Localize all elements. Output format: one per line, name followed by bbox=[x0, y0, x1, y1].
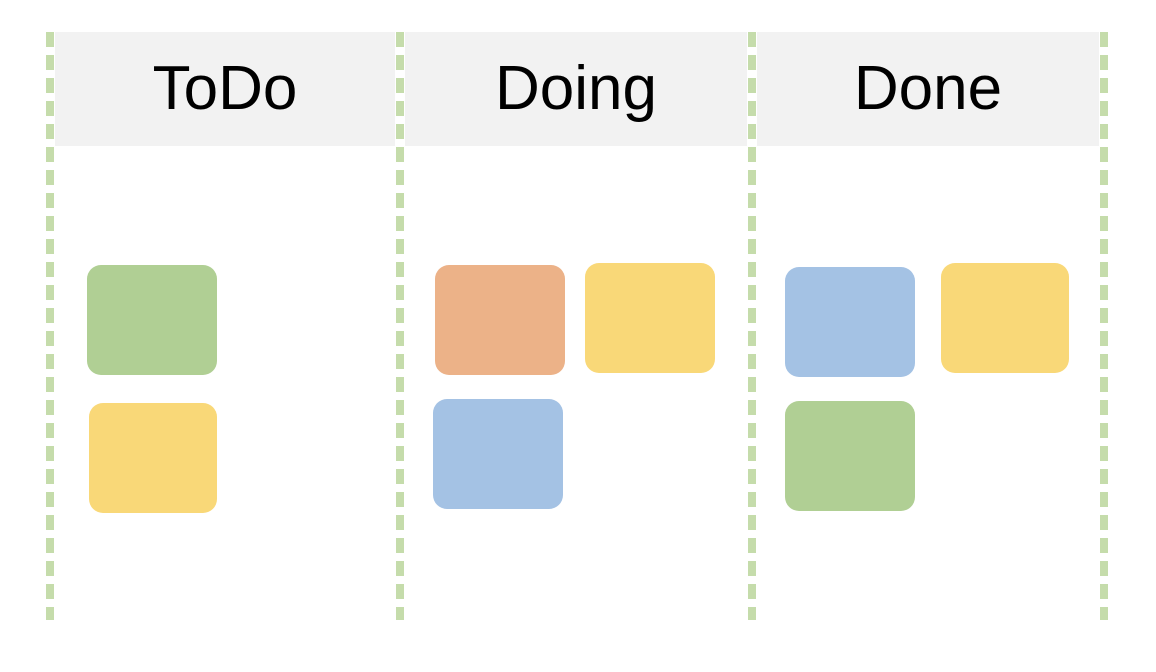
column-divider bbox=[748, 32, 756, 620]
card-doing-3[interactable] bbox=[433, 399, 563, 509]
column-title-done: Done bbox=[853, 54, 1003, 123]
column-header-done: Done bbox=[757, 32, 1099, 146]
card-doing-2[interactable] bbox=[585, 263, 715, 373]
column-divider bbox=[1100, 32, 1108, 620]
column-header-doing: Doing bbox=[405, 32, 747, 146]
card-done-2[interactable] bbox=[941, 263, 1069, 373]
column-divider bbox=[46, 32, 54, 620]
column-divider bbox=[396, 32, 404, 620]
column-title-todo: ToDo bbox=[152, 54, 298, 123]
column-header-todo: ToDo bbox=[55, 32, 395, 146]
card-todo-1[interactable] bbox=[87, 265, 217, 375]
column-doing: Doing bbox=[400, 32, 752, 620]
card-done-3[interactable] bbox=[785, 401, 915, 511]
card-done-1[interactable] bbox=[785, 267, 915, 377]
column-title-doing: Doing bbox=[495, 54, 657, 123]
card-todo-2[interactable] bbox=[89, 403, 217, 513]
column-todo: ToDo bbox=[50, 32, 400, 620]
card-doing-1[interactable] bbox=[435, 265, 565, 375]
column-done: Done bbox=[752, 32, 1104, 620]
